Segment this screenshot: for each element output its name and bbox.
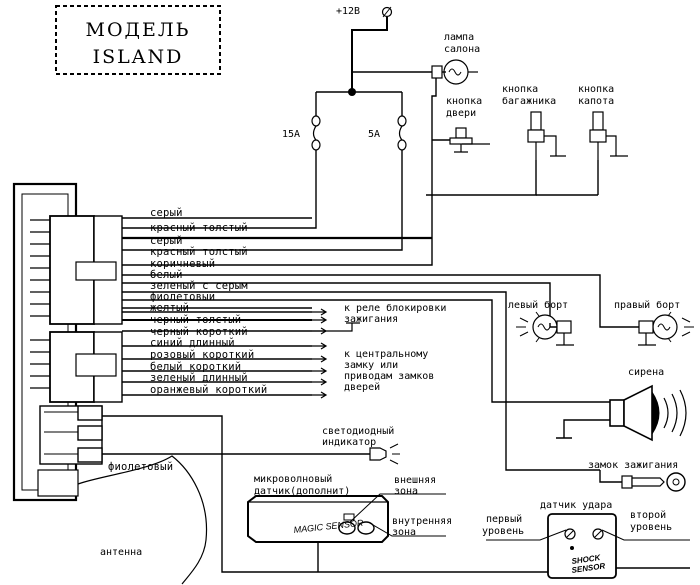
wire-label: серый: [150, 207, 183, 219]
locks-note-line2: замку или: [344, 360, 398, 371]
trunk-button-label-line1: кнопка: [502, 84, 538, 95]
wire-lines: [122, 217, 610, 471]
hood-button: кнопка капота: [536, 84, 628, 196]
wire-label: красный толстый: [150, 246, 248, 258]
indicator-label-line1: светодиодный: [322, 425, 394, 437]
fuse-5a-icon: [397, 115, 407, 127]
lamp-label-line2: салона: [444, 44, 480, 55]
interior-lamp: лампа салона: [122, 32, 480, 266]
power-label: +12В: [336, 6, 360, 17]
door-button-label-line1: кнопка: [446, 96, 482, 107]
fuse-5a-label: 5А: [368, 129, 380, 140]
microwave-title-line2: датчик(дополнит): [254, 486, 350, 497]
antenna: фиолетовый антенна: [77, 415, 232, 585]
inner-zone-label-line2: зона: [392, 527, 416, 538]
wire-label: зеленый длинный: [150, 372, 248, 384]
relay-note-line1: к реле блокировки: [344, 302, 446, 314]
ignition-label: замок зажигания: [588, 460, 678, 471]
shock-title: датчик удара: [540, 500, 612, 511]
inner-zone-knob-icon: [357, 521, 375, 535]
wire-label: белый: [150, 269, 183, 281]
hood-button-label-line1: кнопка: [578, 84, 614, 95]
wire-label: оранжевый короткий: [150, 384, 267, 396]
trunk-switch-icon: [530, 111, 542, 131]
inner-zone-label-line1: внутренняя: [392, 516, 452, 527]
model-title-box: МОДЕЛЬ ISLAND: [55, 5, 221, 75]
model-title-line2: ISLAND: [93, 46, 184, 68]
wire-label: белый короткий: [150, 361, 241, 373]
left-turn-label: левый борт: [508, 299, 568, 311]
locks-note-line3: приводам замков: [344, 371, 434, 382]
wire-labels: серый красный толстый серый красный толс…: [150, 207, 267, 396]
right-turn-lamp: правый борт: [599, 299, 694, 346]
fuse-15a: 15А: [122, 92, 321, 229]
door-button: кнопка двери: [432, 96, 490, 153]
wire-label: желтый: [150, 302, 189, 314]
siren-icon: [609, 399, 625, 427]
ignition-lock: замок зажигания: [588, 460, 686, 492]
indicator-label-line2: индикатор: [322, 437, 376, 448]
siren: сирена: [556, 367, 687, 442]
second-level-label-line2: уровень: [630, 522, 672, 533]
left-turn-lamp: левый борт: [508, 299, 574, 346]
led-indicator: светодиодный индикатор: [102, 425, 400, 465]
hood-button-label-line2: капота: [578, 96, 614, 107]
microwave-sensor-body: [247, 495, 389, 543]
siren-label: сирена: [628, 367, 664, 378]
locks-note-line1: к центральному: [344, 349, 428, 360]
wire-label: серый: [150, 235, 183, 247]
antenna-label: антенна: [100, 547, 142, 558]
fuse-15a-icon: [311, 115, 321, 127]
hood-switch-icon: [592, 111, 604, 131]
door-switch-icon: [455, 127, 467, 139]
alarm-unit: [12, 182, 123, 502]
power-supply: +12В: [316, 6, 402, 96]
right-lamp-bulb-icon: [652, 314, 678, 340]
first-level-label-line2: уровень: [482, 526, 524, 537]
violet-wire-label: фиолетовый: [108, 461, 173, 473]
wire-label: фиолетовый: [150, 291, 215, 303]
shock-brand-line1: SHOCK: [571, 553, 602, 566]
wire-label: коричневый: [150, 258, 215, 270]
outer-zone-knob-icon: [338, 521, 356, 535]
right-turn-label: правый борт: [614, 299, 680, 311]
led-icon: [369, 447, 387, 461]
wire-label: розовый короткий: [150, 349, 254, 361]
outer-zone-label-line2: зона: [394, 486, 418, 497]
wire-label: черный толстый: [150, 314, 241, 326]
lamp-bulb-icon: [443, 59, 469, 85]
microwave-title-line1: микроволновый: [254, 473, 332, 485]
outer-zone-label-line1: внешняя: [394, 475, 436, 486]
relay-note-line2: зажигания: [344, 314, 398, 325]
key-icon: [621, 475, 633, 489]
wire-label: черный короткий: [150, 326, 248, 338]
trunk-button-label-line2: багажника: [502, 95, 556, 107]
lamp-label-line1: лампа: [444, 32, 474, 43]
wire-label: красный толстый: [150, 222, 248, 234]
door-button-label-line2: двери: [446, 108, 476, 119]
microwave-sensor: микроволновый датчик(дополнит) MAGIC SEN…: [232, 473, 452, 573]
locks-note-line4: дверей: [344, 381, 380, 393]
second-level-label-line1: второй: [630, 509, 666, 521]
fuse-15a-label: 15А: [282, 129, 300, 140]
model-title-line1: МОДЕЛЬ: [85, 19, 190, 41]
shock-sensor: датчик удара SHOCK SENSOR первый уровень…: [318, 500, 690, 579]
first-level-label-line1: первый: [486, 513, 522, 525]
wire-label: зеленый с серым: [150, 280, 248, 292]
wire-label: синий длинный: [150, 337, 235, 349]
fuse-5a: 5А: [122, 92, 407, 251]
